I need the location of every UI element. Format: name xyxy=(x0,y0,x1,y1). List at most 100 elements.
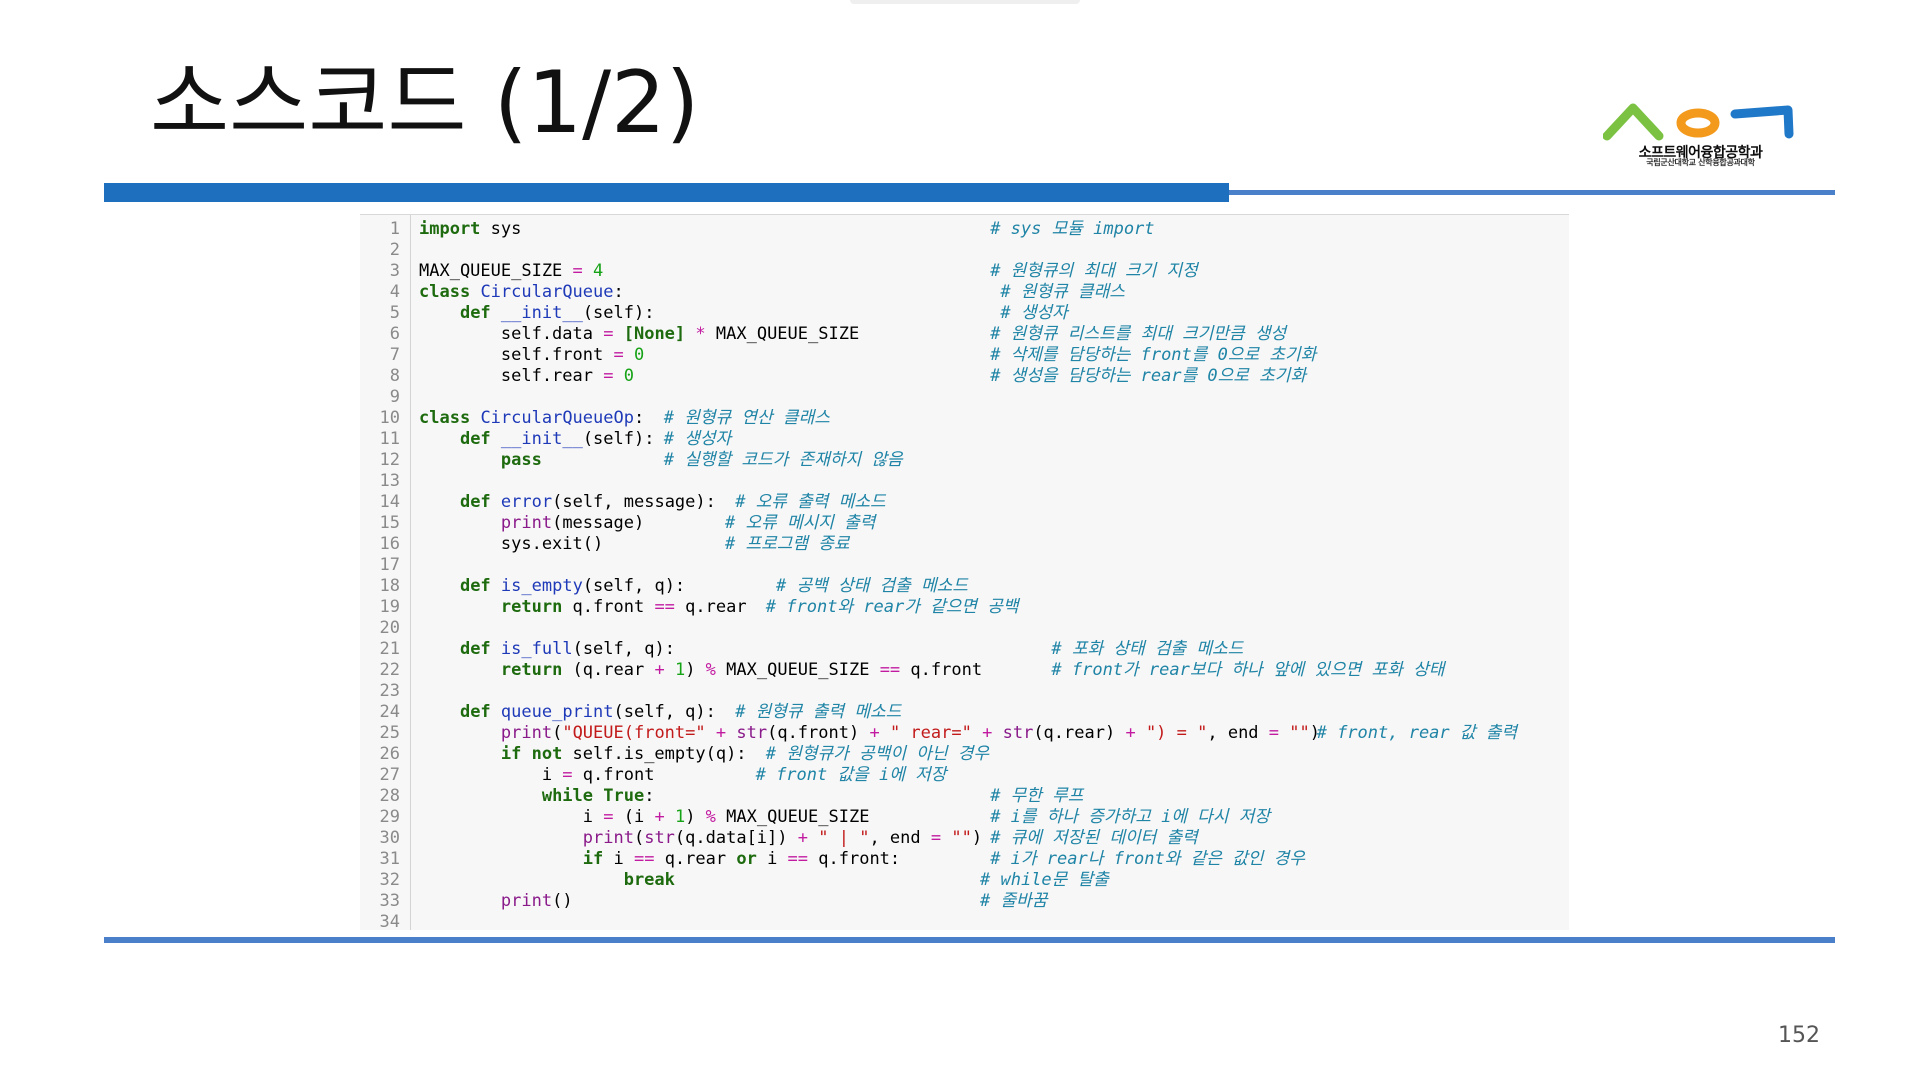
code-token xyxy=(419,492,460,512)
code-token: q.rear xyxy=(674,597,747,617)
code-text: def is_empty(self, q): xyxy=(419,576,685,597)
code-line: 13 xyxy=(360,471,1569,492)
code-comment: # i가 rear나 front와 같은 값인 경우 xyxy=(990,849,1305,869)
code-token: + xyxy=(715,723,727,743)
code-line: 14 def error(self, message):# 오류 출력 메소드 xyxy=(360,492,1569,513)
code-token xyxy=(992,723,1002,743)
code-line: 31 if i == q.rear or i == q.front:# i가 r… xyxy=(360,849,1569,870)
code-token: (i xyxy=(613,807,655,827)
code-token xyxy=(419,828,583,848)
code-token xyxy=(491,639,501,659)
code-line: 19 return q.front == q.rear# front와 rear… xyxy=(360,597,1569,618)
code-text: import sys xyxy=(419,219,521,240)
code-token: MAX_QUEUE_SIZE xyxy=(715,807,870,827)
code-line: 22 return (q.rear + 1) % MAX_QUEUE_SIZE … xyxy=(360,660,1569,681)
code-text: while True: xyxy=(419,786,655,807)
logo-subtext: 국립군산대학교 산학융합공과대학 xyxy=(1646,158,1755,167)
code-token: (self, message): xyxy=(552,492,716,512)
code-token: [None] xyxy=(623,324,686,344)
code-token: i xyxy=(419,765,563,785)
code-token: def xyxy=(459,639,491,659)
code-token: def xyxy=(459,303,491,323)
code-token xyxy=(665,807,675,827)
code-token: 1 xyxy=(674,660,686,680)
code-token xyxy=(419,597,501,617)
line-number: 10 xyxy=(379,408,400,428)
code-text: return (q.rear + 1) % MAX_QUEUE_SIZE == … xyxy=(419,660,982,681)
code-token: = xyxy=(562,765,573,785)
code-comment: # 원형큐가 공백이 아닌 경우 xyxy=(765,744,990,764)
code-token: " rear=" xyxy=(889,723,972,743)
code-token: str xyxy=(1002,723,1034,743)
code-token: == xyxy=(654,597,675,617)
code-token: " | " xyxy=(818,828,870,848)
code-line: 17 xyxy=(360,555,1569,576)
line-number: 6 xyxy=(389,324,400,344)
code-token: (q.rear xyxy=(562,660,655,680)
code-token: break xyxy=(623,870,675,890)
code-token: CircularQueue xyxy=(480,282,614,302)
code-text: i = (i + 1) % MAX_QUEUE_SIZE xyxy=(419,807,870,828)
code-comment: # 무한 루프 xyxy=(990,786,1084,806)
code-token: self.front xyxy=(419,345,614,365)
code-token xyxy=(491,576,501,596)
code-line: 21 def is_full(self, q):# 포화 상태 검출 메소드 xyxy=(360,639,1569,660)
code-token: def xyxy=(459,702,491,722)
code-token xyxy=(419,849,583,869)
code-token: self.is_empty(q): xyxy=(562,744,747,764)
code-token: q.front: xyxy=(808,849,901,869)
code-token: (self): xyxy=(582,303,655,323)
code-token: (q.data[i]) xyxy=(674,828,798,848)
code-token: "QUEUE(front=" xyxy=(562,723,706,743)
code-token xyxy=(419,744,501,764)
code-line: 5 def __init__(self):# 생성자 xyxy=(360,303,1569,324)
code-text: sys.exit() xyxy=(419,534,603,555)
code-line: 20 xyxy=(360,618,1569,639)
code-comment: # 생성자 xyxy=(1000,303,1068,323)
code-line: 27 i = q.front# front 값을 i에 저장 xyxy=(360,765,1569,786)
code-token xyxy=(470,282,480,302)
line-number: 24 xyxy=(379,702,400,722)
code-token xyxy=(972,723,982,743)
line-number-gutter xyxy=(360,215,411,930)
code-token: + xyxy=(869,723,880,743)
code-token: i xyxy=(603,849,634,869)
code-token: or xyxy=(736,849,757,869)
code-token: __init__ xyxy=(500,429,583,449)
code-comment: # 프로그램 종료 xyxy=(725,534,850,554)
line-number: 26 xyxy=(379,744,400,764)
code-token xyxy=(726,723,736,743)
code-comment: # sys 모듈 import xyxy=(990,219,1155,239)
code-token: if xyxy=(582,849,604,869)
code-comment: # front와 rear가 같으면 공백 xyxy=(765,597,1019,617)
code-comment: # 원형큐 출력 메소드 xyxy=(735,702,902,722)
code-token: q.rear xyxy=(654,849,737,869)
code-token xyxy=(419,786,542,806)
code-token xyxy=(941,828,951,848)
code-line: 6 self.data = [None] * MAX_QUEUE_SIZE# 원… xyxy=(360,324,1569,345)
code-line: 25 print("QUEUE(front=" + str(q.front) +… xyxy=(360,723,1569,744)
line-number: 30 xyxy=(379,828,400,848)
code-token xyxy=(583,261,593,281)
code-token: sys xyxy=(480,219,522,239)
code-text: if not self.is_empty(q): xyxy=(419,744,747,765)
code-line: 24 def queue_print(self, q): # 원형큐 출력 메소드 xyxy=(360,702,1569,723)
line-number: 12 xyxy=(379,450,400,470)
code-token: , end xyxy=(1207,723,1269,743)
code-token: str xyxy=(644,828,675,848)
code-token: ( xyxy=(552,723,563,743)
line-number: 22 xyxy=(379,660,400,680)
code-token: = xyxy=(1268,723,1280,743)
code-text: def queue_print(self, q): xyxy=(419,702,716,723)
code-line: 32 break# while문 탈출 xyxy=(360,870,1569,891)
code-token: (message) xyxy=(552,513,645,533)
line-number: 4 xyxy=(389,282,400,302)
code-token: self.data xyxy=(419,324,604,344)
code-line: 15 print(message)# 오류 메시지 출력 xyxy=(360,513,1569,534)
code-token: + xyxy=(1125,723,1136,743)
line-number: 8 xyxy=(389,366,400,386)
code-token: self.rear xyxy=(419,366,604,386)
line-number: 14 xyxy=(379,492,400,512)
